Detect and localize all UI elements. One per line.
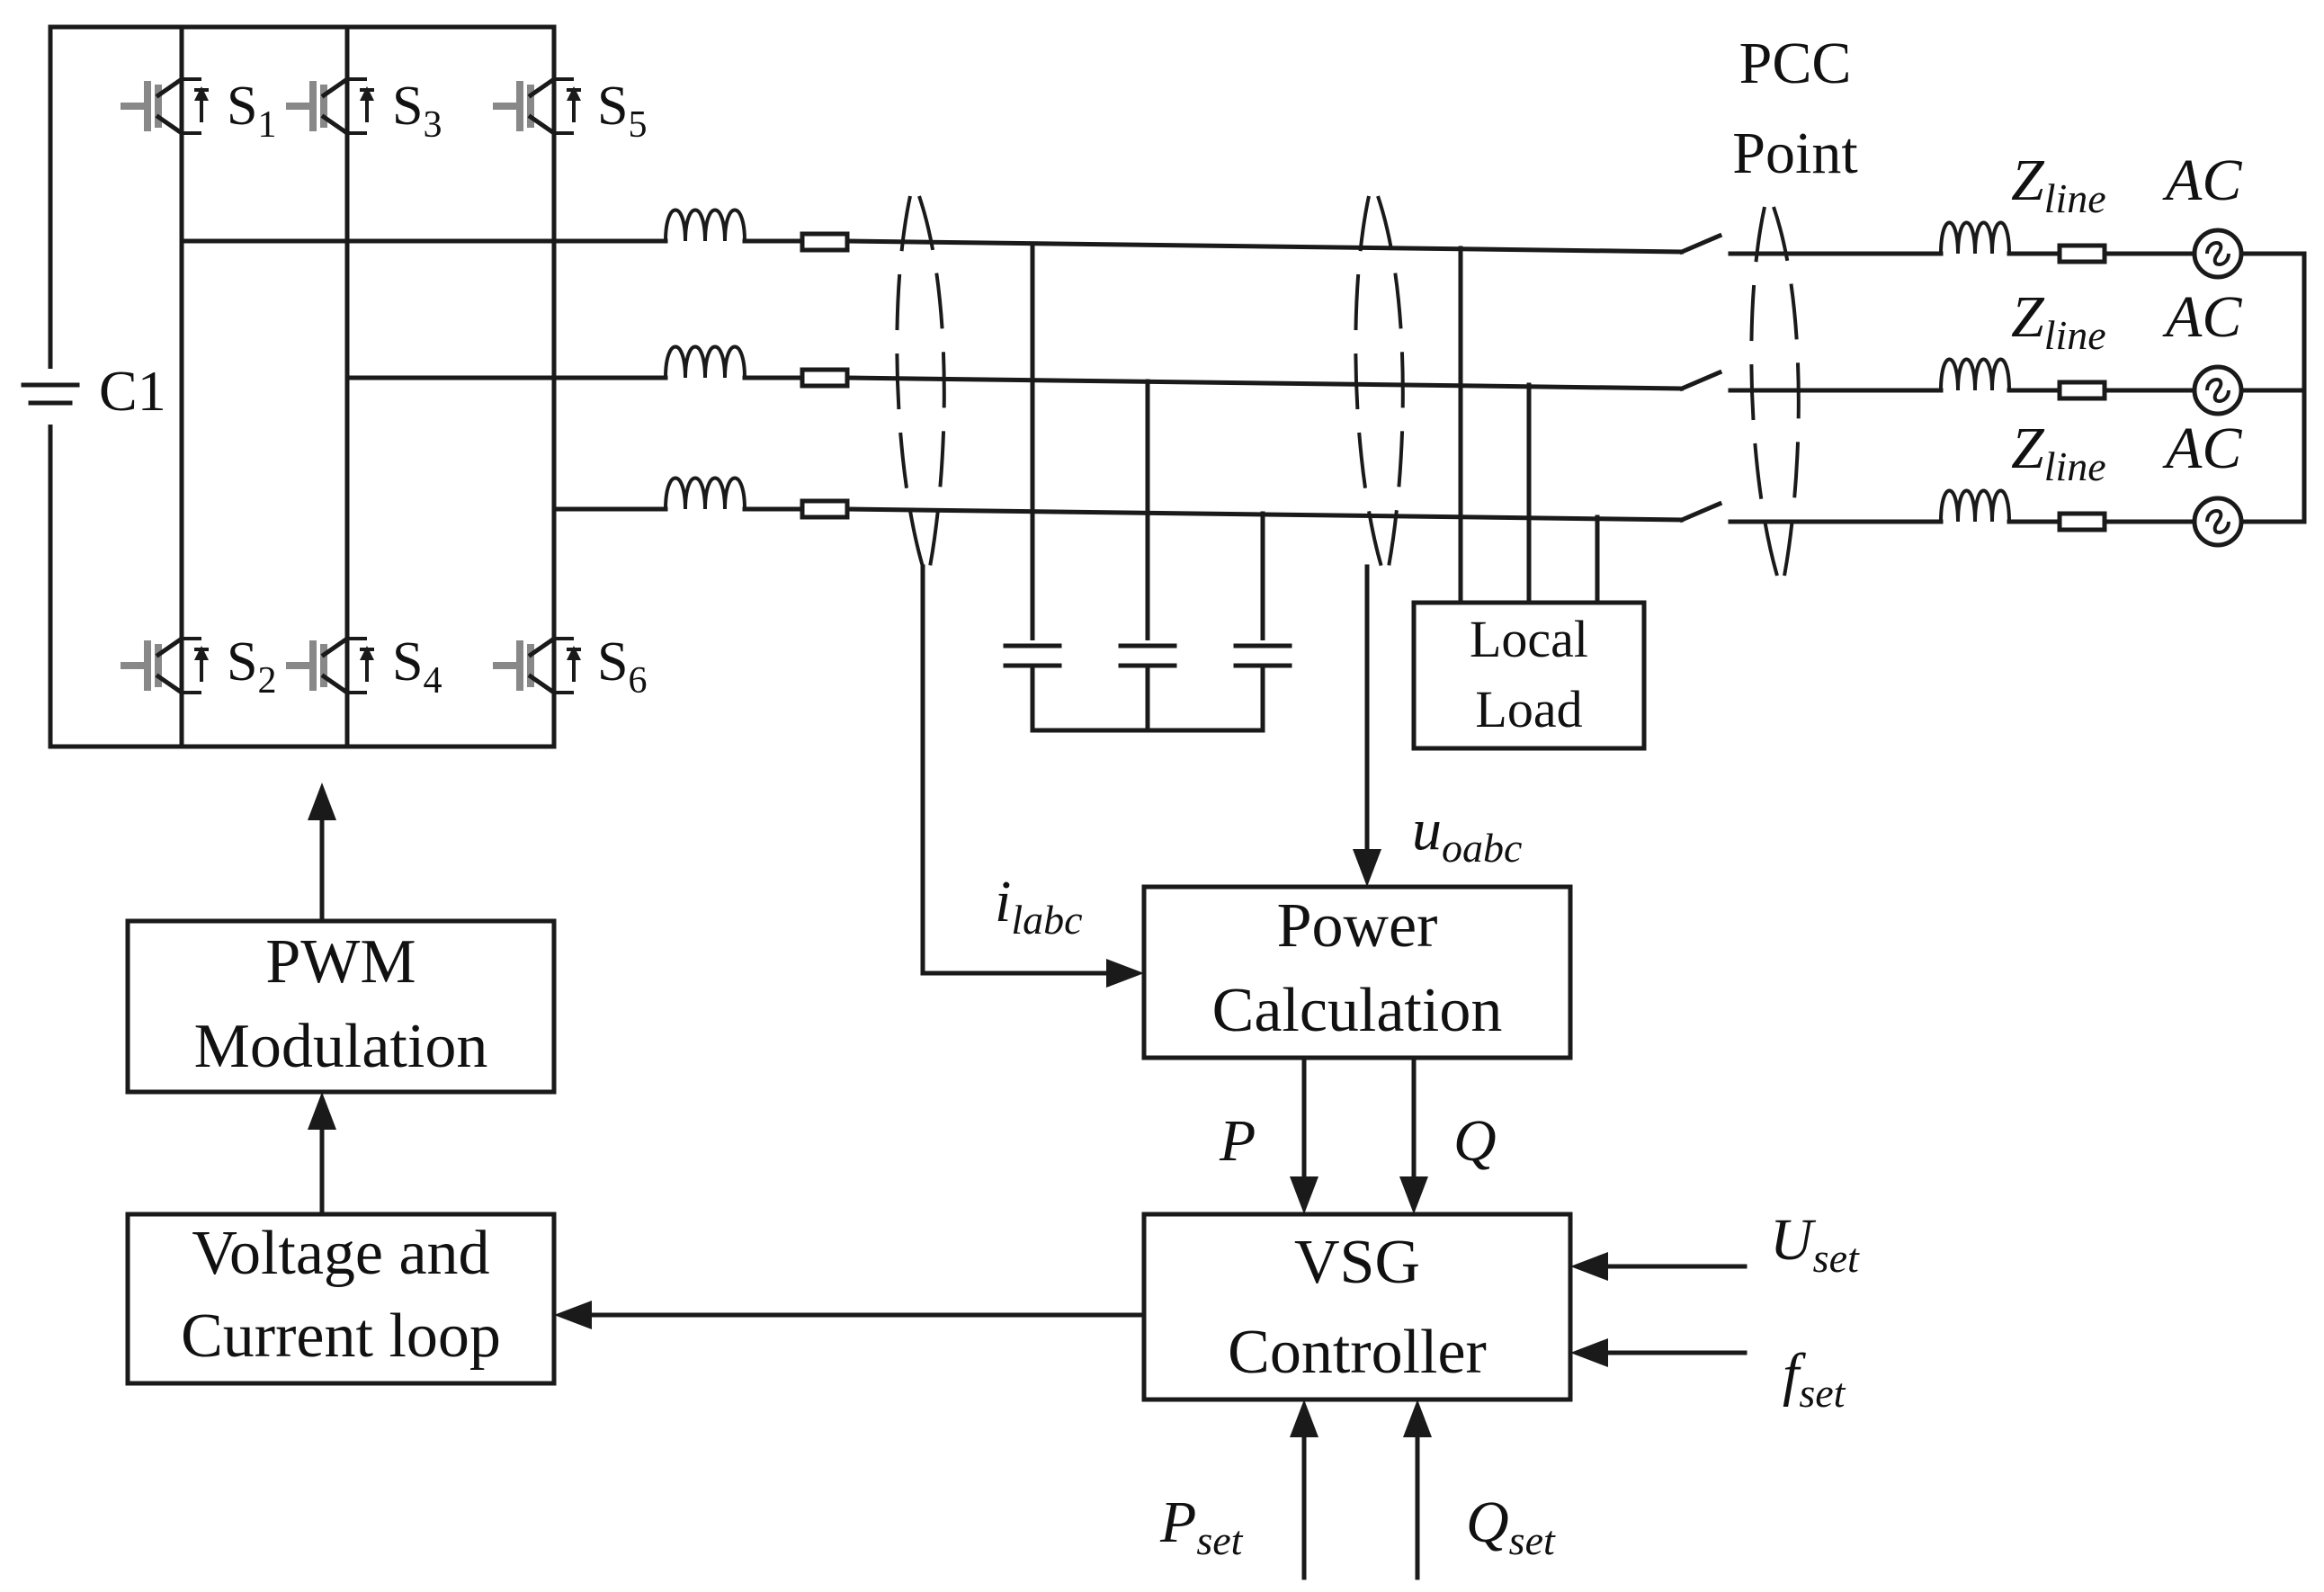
- pset-label: Pset: [1159, 1489, 1244, 1563]
- pcc-breakers: [1678, 216, 1944, 549]
- pcc-label-line1: PCC: [1739, 31, 1852, 96]
- local-load-box: [1411, 600, 1647, 751]
- igbt-switch-s3: [286, 79, 374, 133]
- power-label-line1: Power: [1277, 891, 1438, 961]
- loop-label-line1: Voltage and: [192, 1219, 489, 1288]
- loop-label-line2: Current loop: [181, 1301, 501, 1371]
- igbt-switch-s4: [286, 639, 374, 693]
- filter-capacitors: [1003, 243, 1292, 733]
- dc-link-capacitor: [21, 369, 80, 425]
- switch-label-s1: S1: [227, 76, 276, 146]
- pcc-label-line2: Point: [1732, 121, 1857, 186]
- ac-label-a: AC: [2162, 148, 2242, 213]
- igbt-switch-s6: [493, 639, 581, 693]
- ac-label-c: AC: [2162, 416, 2242, 481]
- signal-arrows: [308, 564, 1747, 1580]
- vsg-label-line1: VSG: [1294, 1228, 1420, 1297]
- zline-label-c: Zline: [2011, 416, 2106, 489]
- zline-label-b: Zline: [2011, 284, 2106, 358]
- pcc-clamp: [1749, 206, 1801, 577]
- switch-label-s4: S4: [392, 631, 442, 702]
- power-label-line2: Calculation: [1212, 976, 1503, 1045]
- switch-label-s3: S3: [392, 76, 442, 146]
- uset-label: Uset: [1770, 1207, 1860, 1281]
- capacitor-label: C1: [99, 359, 166, 423]
- local-load-label-line2: Load: [1475, 680, 1582, 738]
- ilabc-label: ilabc: [995, 869, 1083, 943]
- igbt-switch-s1: [121, 79, 209, 133]
- fset-label: fset: [1783, 1342, 1846, 1416]
- vsg-controller-block: [1141, 1212, 1573, 1402]
- ac-label-b: AC: [2162, 284, 2242, 350]
- power-calculation-block: [1141, 884, 1573, 1060]
- voltage-sensor-clamp: [1354, 195, 1405, 568]
- local-load-label-line1: Local: [1470, 610, 1588, 668]
- vsg-label-line2: Controller: [1228, 1318, 1487, 1387]
- igbt-switch-s5: [493, 79, 581, 133]
- ac-sources: [2192, 228, 2244, 548]
- pwm-label-line2: Modulation: [194, 1012, 488, 1081]
- switch-label-s5: S5: [597, 76, 647, 146]
- filter-resistors: [800, 231, 850, 520]
- switch-label-s6: S6: [597, 631, 647, 702]
- switch-label-s2: S2: [227, 631, 276, 702]
- uoabc-label: uoabc: [1412, 797, 1522, 871]
- igbt-switch-s2: [121, 639, 209, 693]
- line-inductors: [1939, 220, 2011, 523]
- pwm-label-line1: PWM: [265, 927, 416, 997]
- pwm-modulation-block: [125, 918, 557, 1095]
- filter-inductors: [664, 208, 746, 510]
- zline-label-a: Zline: [2011, 148, 2106, 221]
- p-label: P: [1219, 1108, 1256, 1174]
- q-label: Q: [1453, 1108, 1497, 1174]
- current-sensor-clamp: [895, 195, 946, 568]
- inverter-bridge: [21, 24, 668, 749]
- qset-label: Qset: [1466, 1489, 1556, 1563]
- voltage-current-loop-block: [125, 1212, 557, 1386]
